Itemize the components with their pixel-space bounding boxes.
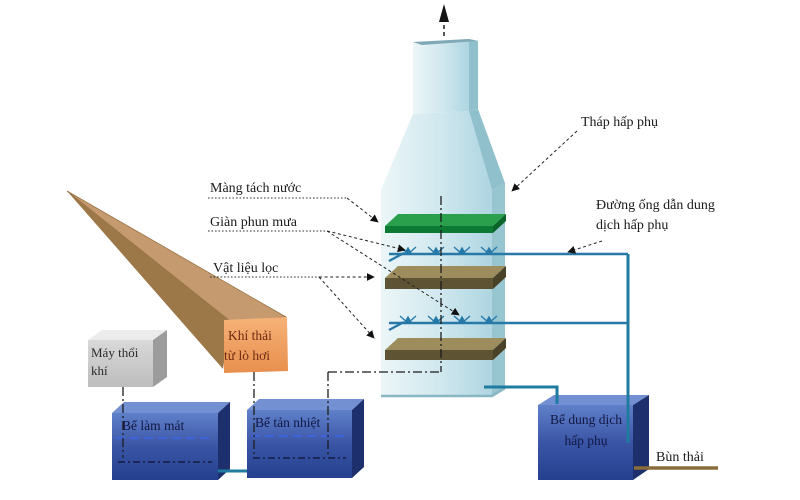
- water-separator-arrow: [346, 197, 379, 223]
- tower-funnel-side: [469, 109, 505, 190]
- callout-water-separator: Màng tách nước: [208, 181, 379, 223]
- tower-chimney-side: [469, 39, 478, 111]
- tower-drain-pipe: [484, 385, 559, 404]
- callout-tower: Tháp hấp phụ: [511, 115, 658, 192]
- spray-system-level-2: [388, 315, 628, 332]
- blower-side: [153, 330, 167, 387]
- filter-layer-2: [385, 338, 506, 360]
- outlet-arrowhead: [439, 4, 449, 22]
- tower-chimney-top: [413, 39, 478, 45]
- spray-system-label: Giàn phun mưa: [210, 215, 298, 230]
- gas-flow-lines: [122, 372, 329, 458]
- blower-label-line1: Máy thổi: [91, 345, 139, 360]
- duct-front-face: [224, 317, 288, 373]
- cooling-tank-label: Bể làm mát: [122, 418, 184, 433]
- filter2-side: [493, 338, 506, 360]
- absorption-solution-tank: Bể dung dịch hấp phụ: [538, 395, 649, 480]
- solution-tank-label-line2: hấp phụ: [564, 433, 607, 448]
- duct-side-face: [67, 191, 230, 369]
- cooling-tank-side: [218, 402, 230, 480]
- tower-base-edge: [381, 386, 506, 398]
- solution-tank-top: [538, 395, 649, 405]
- sludge-label: Bùn thải: [656, 450, 704, 465]
- exhaust-label-line1: Khí thải: [228, 328, 272, 343]
- filter-layer-1: [385, 266, 506, 289]
- separator-front: [385, 226, 493, 233]
- solution-pipes: [218, 254, 630, 473]
- tower-arrow: [511, 130, 578, 192]
- solution-pipe-arrow: [567, 240, 603, 254]
- solution-pipe-label-line2: dịch hấp phụ: [596, 218, 668, 233]
- callout-spray-system: Giàn phun mưa: [208, 215, 460, 316]
- filter1-front: [385, 278, 493, 289]
- exhaust-label-line2: từ lò hơi: [224, 348, 270, 363]
- spray2-elbow: [388, 320, 405, 332]
- water-separator-layer: [385, 214, 506, 233]
- filter1-top: [385, 266, 506, 278]
- exhaust-outlet-arrow: [439, 4, 449, 36]
- filter-material-label: Vật liệu lọc: [213, 261, 278, 276]
- heat-dissipation-tank: Bể tản nhiệt: [247, 399, 364, 478]
- tower-label: Tháp hấp phụ: [581, 115, 658, 130]
- heat-tank-label: Bể tản nhiệt: [255, 415, 320, 430]
- filter2-top: [385, 338, 506, 350]
- cooling-tank: Bể làm mát: [112, 402, 230, 480]
- filter1-side: [493, 266, 506, 289]
- filter-material-arrow-2: [318, 276, 375, 339]
- solution-tank-side: [633, 395, 649, 480]
- cooling-tank-front: [112, 413, 218, 480]
- tower-chimney-front: [413, 39, 469, 114]
- blower-top: [88, 330, 167, 340]
- solution-tank-front: [538, 405, 633, 480]
- separator-side: [493, 214, 506, 233]
- filter2-front: [385, 350, 493, 360]
- callout-solution-pipe: Đường ống dẫn dung dịch hấp phụ: [567, 198, 715, 254]
- heat-tank-side: [352, 399, 364, 478]
- spray2-nozzles: [399, 315, 498, 324]
- exhaust-duct: Khí thải từ lò hơi: [66, 190, 288, 373]
- separator-top: [385, 214, 506, 226]
- tower-funnel-front: [381, 111, 492, 190]
- water-separator-label: Màng tách nước: [210, 181, 301, 196]
- spray-system-arrow-2: [326, 230, 460, 316]
- solution-tank-label-line1: Bể dung dịch: [550, 412, 622, 427]
- cooling-tank-top: [112, 402, 230, 413]
- spray-system-arrow-1: [326, 230, 406, 253]
- solution-pipe-label-line1: Đường ống dẫn dung: [596, 198, 715, 213]
- spray1-elbow: [388, 251, 405, 263]
- heat-tank-top: [247, 399, 364, 410]
- air-blower: Máy thổi khí: [88, 330, 167, 387]
- blower-label-line2: khí: [91, 363, 108, 378]
- heat-tank-front: [247, 410, 352, 478]
- blower-front: [88, 340, 153, 387]
- callout-filter-material: Vật liệu lọc: [210, 261, 375, 339]
- sludge-line: Bùn thải: [634, 450, 718, 470]
